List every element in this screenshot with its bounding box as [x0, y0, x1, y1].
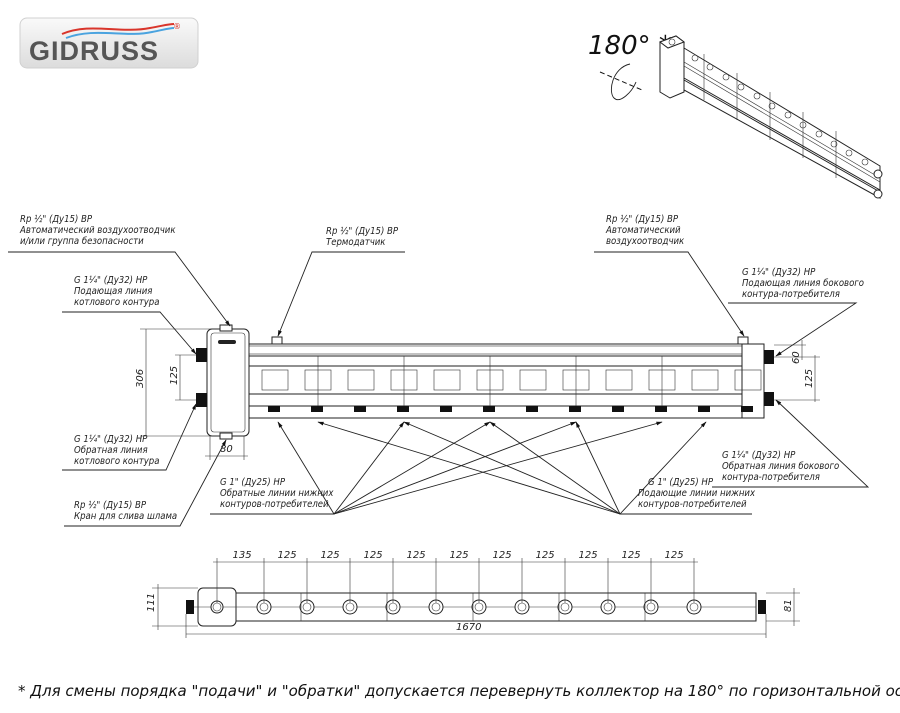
lower-port	[655, 406, 667, 412]
hydraulic-separator	[206, 328, 250, 437]
svg-text:G 1¼" (Ду32) НР: G 1¼" (Ду32) НР	[742, 267, 816, 278]
svg-text:воздухоотводчик: воздухоотводчик	[606, 236, 685, 247]
lower-port	[612, 406, 624, 412]
footnote: * Для смены порядка "подачи" и "обратки"…	[18, 682, 900, 700]
svg-text:Подающая линия бокового: Подающая линия бокового	[742, 278, 864, 289]
front-view	[196, 324, 774, 440]
svg-text:G 1¼" (Ду32) НР: G 1¼" (Ду32) НР	[74, 434, 148, 445]
front-window	[347, 369, 375, 391]
logo-text: GIDRUSS	[29, 36, 159, 66]
lower-port	[311, 406, 323, 412]
registered-mark: ®	[173, 22, 181, 31]
logo-red-wave-icon	[61, 23, 175, 35]
svg-text:Подающая линия: Подающая линия	[74, 286, 152, 297]
top-view: 135 125 125 125 125 125 125 125 125 125 125 1670 1…	[146, 550, 800, 638]
svg-text:котлового контура: котлового контура	[74, 297, 159, 308]
rotation-note: 180° *	[588, 31, 672, 100]
svg-text:Обратная линия: Обратная линия	[74, 445, 148, 456]
svg-text:G 1¼" (Ду32) НР: G 1¼" (Ду32) НР	[722, 450, 796, 461]
dim-width-80: 80	[220, 444, 233, 455]
lower-port	[268, 406, 280, 412]
dim-spacing: 135	[233, 550, 252, 561]
callout-air-vent-safety: Rp ½" (Ду15) ВР Автоматический воздухоот…	[8, 214, 231, 327]
svg-text:G 1" (Ду25) НР: G 1" (Ду25) НР	[648, 477, 714, 488]
dim-spacing: 125	[407, 550, 426, 561]
logo-blue-wave-icon	[65, 27, 175, 39]
svg-text:и/или группа безопасности: и/или группа безопасности	[20, 236, 144, 247]
isometric-view	[658, 35, 883, 199]
callout-lower-returns: G 1" (Ду25) НР Обратные линии нижних кон…	[210, 421, 663, 515]
svg-text:контура-потребителя: контура-потребителя	[742, 289, 840, 300]
dim-right-125: 125	[804, 369, 815, 388]
dim-spacing: 125	[493, 550, 512, 561]
front-window	[734, 369, 762, 391]
front-window	[691, 369, 719, 391]
svg-text:Обратная линия бокового: Обратная линия бокового	[722, 461, 839, 472]
dim-spacing: 125	[665, 550, 684, 561]
svg-text:G 1¼" (Ду32) НР: G 1¼" (Ду32) НР	[74, 275, 148, 286]
svg-text:G 1" (Ду25) НР: G 1" (Ду25) НР	[220, 477, 286, 488]
front-window	[433, 369, 461, 391]
dim-height-306: 306	[135, 369, 146, 388]
svg-text:контуров-потребителей: контуров-потребителей	[638, 499, 747, 510]
callout-lower-supplies: G 1" (Ду25) НР Подающие линии нижних кон…	[317, 421, 756, 515]
callout-boiler-return: G 1¼" (Ду32) НР Обратная линия котлового…	[62, 403, 197, 471]
svg-text:Автоматический воздухоотводчик: Автоматический воздухоотводчик	[19, 225, 176, 236]
svg-text:Обратные линии нижних: Обратные линии нижних	[220, 488, 334, 499]
lower-port	[741, 406, 753, 412]
dim-spacing: 125	[579, 550, 598, 561]
dim-spacing: 125	[450, 550, 469, 561]
dim-left-125: 125	[169, 366, 180, 385]
front-dimensions: 306 125 80 60 125	[135, 328, 820, 460]
svg-text:Rp ½" (Ду15) ВР: Rp ½" (Ду15) ВР	[74, 500, 147, 511]
lower-port	[526, 406, 538, 412]
rotate-arrow-icon	[599, 63, 643, 100]
front-window	[519, 369, 547, 391]
lower-port	[397, 406, 409, 412]
svg-text:Rp ½" (Ду15) ВР: Rp ½" (Ду15) ВР	[20, 214, 93, 225]
svg-text:Rp ½" (Ду15) ВР: Rp ½" (Ду15) ВР	[326, 226, 399, 237]
dim-total-1670: 1670	[456, 622, 481, 633]
lower-port	[483, 406, 495, 412]
dim-spacing: 125	[278, 550, 297, 561]
lower-port	[440, 406, 452, 412]
lower-port	[569, 406, 581, 412]
dim-spacing: 125	[321, 550, 340, 561]
svg-text:Термодатчик: Термодатчик	[326, 237, 386, 248]
dim-right-60: 60	[791, 351, 802, 364]
svg-text:Автоматический: Автоматический	[605, 225, 681, 236]
rotation-label: 180° *	[588, 31, 672, 61]
svg-text:Rp ½" (Ду15) ВР: Rp ½" (Ду15) ВР	[606, 214, 679, 225]
callout-drain-valve: Rp ½" (Ду15) ВР Кран для слива шлама	[64, 439, 227, 527]
callout-boiler-supply: G 1¼" (Ду32) НР Подающая линия котлового…	[62, 275, 197, 355]
svg-text:Кран для слива шлама: Кран для слива шлама	[74, 511, 177, 522]
callout-side-supply: G 1¼" (Ду32) НР Подающая линия бокового …	[728, 267, 864, 357]
dim-right-height-81: 81	[783, 599, 794, 612]
callout-thermo-sensor: Rp ½" (Ду15) ВР Термодатчик	[277, 226, 405, 337]
dim-spacing: 125	[622, 550, 641, 561]
svg-text:котлового контура: котлового контура	[74, 456, 159, 467]
svg-text:контуров-потребителей: контуров-потребителей	[220, 499, 329, 510]
front-window	[261, 369, 289, 391]
svg-text:контура-потребителя: контура-потребителя	[722, 472, 820, 483]
callout-side-return: G 1¼" (Ду32) НР Обратная линия бокового …	[712, 399, 870, 488]
dim-spacing: 125	[364, 550, 383, 561]
dim-spacing: 125	[536, 550, 555, 561]
dim-left-height-111: 111	[146, 593, 157, 612]
front-window	[605, 369, 633, 391]
svg-text:Подающие линии нижних: Подающие линии нижних	[638, 488, 756, 499]
iso-ports	[691, 54, 869, 166]
lower-port	[354, 406, 366, 412]
lower-port	[698, 406, 710, 412]
callout-air-vent-right: Rp ½" (Ду15) ВР Автоматический воздухоот…	[594, 214, 745, 337]
gidruss-logo: GIDRUSS ®	[19, 17, 199, 69]
